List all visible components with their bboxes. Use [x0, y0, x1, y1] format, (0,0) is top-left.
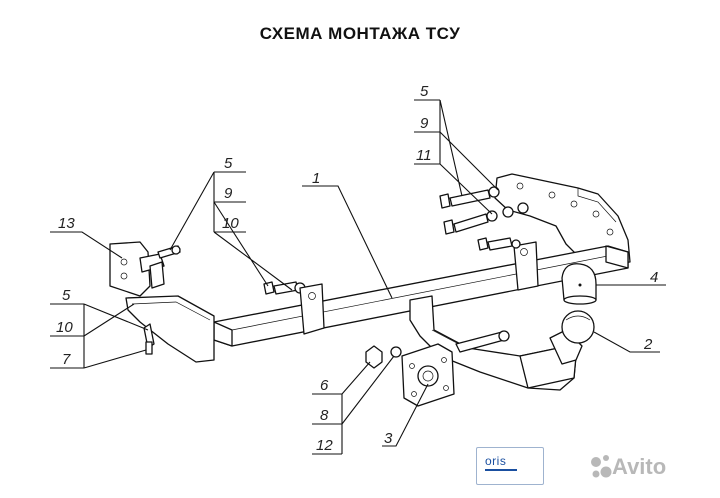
ball-mount-drop: [409, 295, 583, 391]
ball-cap: [561, 263, 597, 305]
nut-washer-set: [365, 345, 402, 369]
callout-lower-left-10: 10: [56, 319, 73, 336]
callout-bottom-6: 6: [320, 377, 329, 394]
callout-lower-left-7: 7: [62, 351, 71, 368]
callout-4: 4: [650, 269, 658, 286]
brand-logo: oris: [476, 447, 544, 485]
callout-top-5: 5: [420, 83, 429, 100]
left-end-bracket: [125, 295, 215, 363]
callout-upper-left-9: 9: [224, 185, 233, 202]
avito-watermark: Avito: [612, 454, 667, 479]
callout-top-9: 9: [420, 115, 429, 132]
callout-lower-left-5: 5: [62, 287, 71, 304]
callout-top-11: 11: [416, 147, 432, 164]
bolt-set-top-right: [439, 186, 529, 235]
callout-13: 13: [58, 215, 75, 232]
right-mount-bracket: [494, 173, 631, 265]
callout-bottom-12: 12: [316, 437, 333, 454]
callout-bottom-8: 8: [320, 407, 329, 424]
callout-2: 2: [643, 336, 653, 353]
tow-ball: [561, 310, 595, 344]
callout-1: 1: [312, 170, 320, 187]
avito-dots-icon: [591, 455, 612, 478]
callout-3: 3: [384, 430, 393, 447]
beam-mount-tab-right: [477, 237, 539, 291]
diagram-title: СХЕМА МОНТАЖА ТСУ: [259, 24, 461, 43]
brand-logo-text: oris: [485, 454, 507, 468]
callout-upper-left-10: 10: [222, 215, 239, 232]
callout-labels: 1 2 3 4 5 9 11 5 9 10 13 5 10 7 6 8 12: [56, 83, 658, 454]
socket-plate: [401, 343, 455, 407]
beam-mount-tab-left: [299, 283, 325, 335]
brand-logo-underline: [485, 469, 517, 471]
left-upper-bracket: [109, 241, 181, 297]
callout-upper-left-5: 5: [224, 155, 233, 172]
leader-lines: [50, 99, 666, 455]
